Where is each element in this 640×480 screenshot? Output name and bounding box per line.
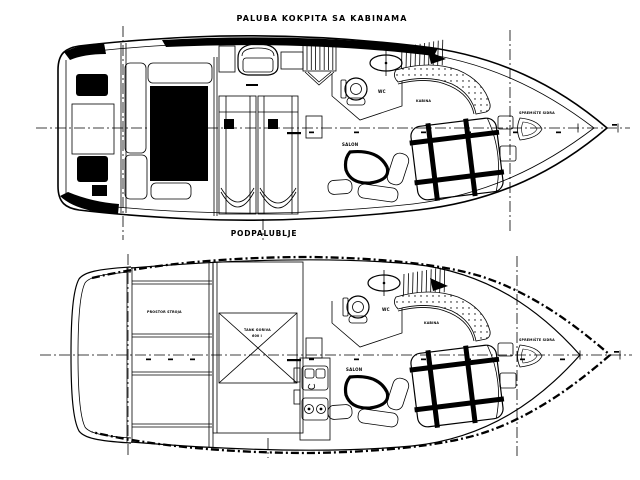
fuel-tank-capacity-label: 600 l	[252, 334, 262, 338]
galley-stove-icon	[301, 397, 329, 421]
upper-kabina-label: KABINA	[416, 99, 431, 103]
galley-counter	[280, 51, 304, 70]
salon-table	[325, 374, 413, 430]
upper-wc-partition	[331, 74, 403, 121]
direction-arrow-icon	[428, 51, 446, 64]
swim-platform	[71, 103, 115, 155]
cockpit-sunpad-black	[150, 86, 208, 181]
lower-wc-partition	[331, 301, 403, 348]
cockpit-cushion-bottom	[124, 154, 148, 200]
lower-hull-outline	[130, 259, 581, 451]
stern-hatch-black-3	[92, 185, 107, 196]
stern-corner-black-bottom	[60, 192, 119, 214]
lower-plan-title: PODPALUBLJE	[231, 229, 298, 238]
lower-stern-cap	[70, 266, 133, 444]
galley	[293, 357, 331, 441]
upper-hull-outline	[57, 35, 609, 221]
cockpit-seat	[150, 182, 192, 200]
lower-wc-label: WC	[382, 307, 390, 312]
lower-kabina-label: KABINA	[424, 321, 439, 325]
lower-deck-edge-dashed	[91, 255, 612, 455]
cockpit-cushion-left	[124, 62, 147, 154]
aft-cabin-berths	[218, 95, 299, 215]
fuel-tank-label: TANK GORIVA	[244, 328, 271, 332]
helm-console	[218, 45, 236, 73]
lower-anchor-locker-label: SPREMIŠTE SIDRA	[519, 337, 555, 342]
upper-plan-title: PALUBA KOKPITA SA KABINAMA	[236, 14, 407, 23]
upper-wc-label: WC	[378, 89, 386, 94]
upper-anchor-locker-label: SPREMIŠTE SIDRA	[519, 110, 555, 115]
cockpit-cushion-top	[147, 62, 213, 84]
companionway-step	[305, 115, 323, 139]
sink-icon	[367, 269, 401, 297]
upper-plan: PALUBA KOKPITA SA KABINAMA	[36, 14, 630, 240]
upper-coaming-black-band	[162, 37, 438, 56]
engine-room-label: PROSTOR STROJA	[147, 310, 182, 314]
lower-plan: PODPALUBLJE	[40, 229, 632, 458]
stern-corner-black-top	[64, 43, 106, 60]
bow-bench	[393, 291, 491, 342]
toilet-icon	[340, 77, 368, 106]
salon-table	[325, 149, 413, 205]
companionway-stairs-icon	[302, 42, 337, 86]
lower-companionway-step	[305, 337, 323, 359]
direction-arrow-icon	[430, 278, 448, 291]
toilet-icon	[342, 295, 370, 324]
upper-centerline-ticks	[287, 123, 619, 135]
fuel-tank: TANK GORIVA 600 l	[212, 261, 304, 434]
lower-salon-label: SALON	[346, 367, 362, 372]
bow-bench	[393, 64, 491, 115]
stern-hatch-black-1	[76, 74, 108, 96]
bow-lockers	[497, 115, 543, 162]
upper-salon-label: SALON	[342, 142, 358, 147]
stern-hatch-black-2	[77, 156, 108, 182]
helm-seat-icon	[237, 43, 279, 86]
galley-sink-icon	[301, 365, 329, 391]
bow-lockers	[497, 342, 543, 389]
